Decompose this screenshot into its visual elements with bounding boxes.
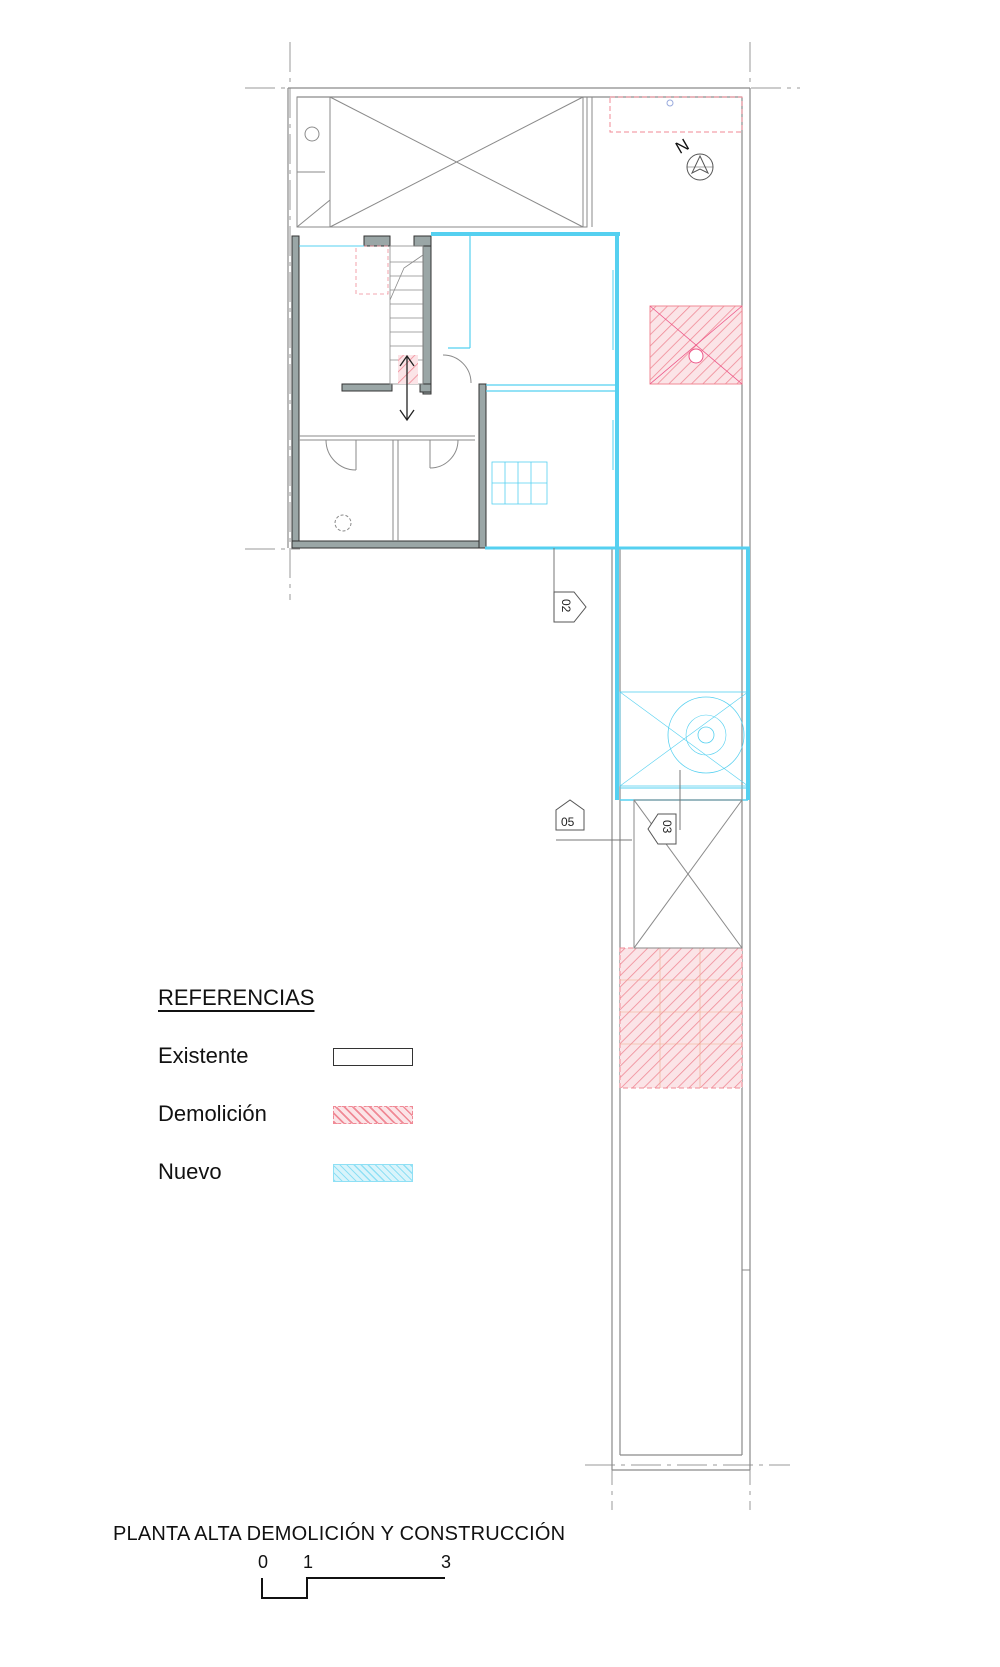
lower-void [633,799,743,949]
existing-walls [291,235,487,549]
section-label-02: 02 [559,599,573,613]
section-label-05: 05 [561,815,575,829]
plan-title: PLANTA ALTA DEMOLICIÓN Y CONSTRUCCIÓN [113,1523,566,1545]
legend-label-new: Nuevo [158,1159,222,1184]
existing-stair [355,245,424,385]
north-label: N [672,135,692,158]
existing-partitions [299,354,475,541]
legend-label-existing: Existente [158,1043,249,1068]
top-void [296,96,593,228]
scale-label-1: 1 [303,1552,314,1572]
section-marker-03: 03 [647,770,681,845]
legend-swatch-demolition [333,1106,413,1124]
scale-label-3: 3 [441,1552,452,1572]
section-marker-02: 02 [553,548,587,623]
section-marker-05: 05 [555,799,632,841]
lot-outline [287,87,751,1471]
double-arrow-icon [399,354,415,422]
scale-label-0: 0 [258,1552,269,1572]
legend-swatch-existing [333,1048,413,1066]
axis-guides [245,42,800,1510]
section-label-03: 03 [660,820,674,834]
north-arrow-icon [686,153,714,181]
legend-label-demolition: Demolición [158,1101,267,1126]
scale-bar-graphic [261,1577,445,1599]
legend-title: REFERENCIAS [158,985,315,1010]
legend-swatch-new [333,1164,413,1182]
demolition-fixtures [609,96,743,1089]
new-construction [299,232,750,801]
